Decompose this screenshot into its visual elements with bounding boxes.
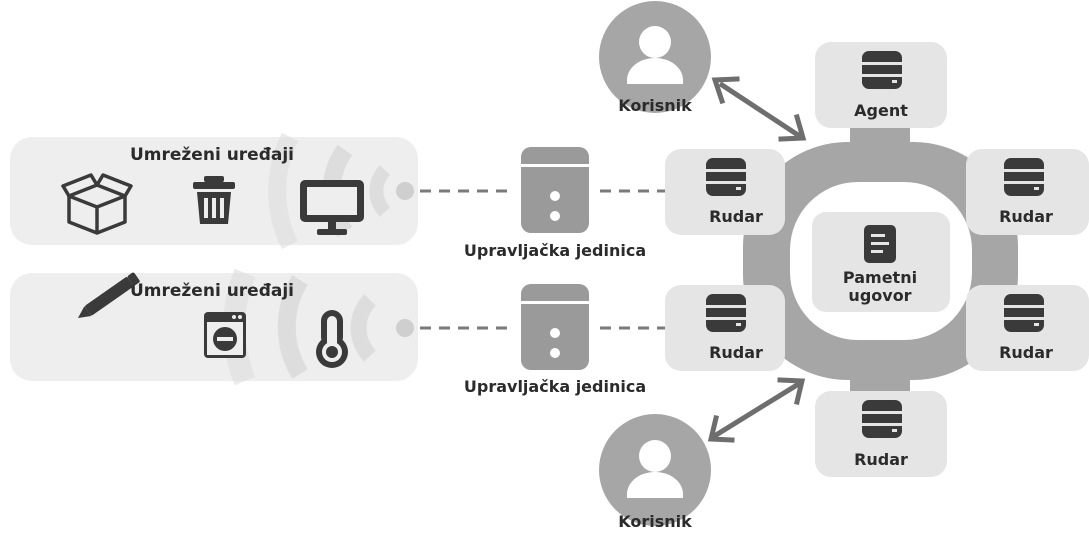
document-icon: [864, 225, 896, 263]
database-icon: [862, 51, 902, 89]
miner-node-left-bottom: Rudar: [665, 285, 785, 371]
database-icon: [706, 158, 746, 196]
trash-icon: [193, 176, 235, 224]
node-label: Agent: [854, 101, 908, 120]
node-label: Rudar: [709, 343, 763, 362]
control-unit-1: Upravljačka jedinica: [464, 147, 646, 260]
monitor-icon: [300, 180, 364, 235]
smart-contract-label-line1: Pametni: [843, 268, 917, 287]
pencil-icon: [78, 272, 140, 318]
user-label: Korisnik: [618, 96, 692, 115]
washing-machine-icon: [204, 312, 246, 358]
miner-node-right-bottom: Rudar: [966, 285, 1089, 371]
smart-contract-label-line2: ugovor: [848, 286, 911, 305]
database-icon: [862, 400, 902, 438]
miner-node-bottom: Rudar: [815, 391, 947, 477]
database-icon: [1004, 294, 1044, 332]
node-label: Rudar: [999, 343, 1053, 362]
double-arrow-top: [711, 76, 807, 142]
double-arrow-bottom: [707, 377, 806, 443]
device-panel-1: Umreženi uređaji: [10, 132, 418, 250]
agent-node: Agent: [815, 42, 947, 128]
user-top: Korisnik: [599, 1, 711, 115]
control-unit-2: Upravljačka jedinica: [464, 284, 646, 396]
smart-contract: Pametni ugovor: [812, 212, 950, 312]
user-bottom: Korisnik: [599, 414, 711, 531]
node-label: Rudar: [999, 207, 1053, 226]
box-icon: [61, 173, 133, 235]
control-unit-label: Upravljačka jedinica: [464, 241, 646, 260]
control-unit-label: Upravljačka jedinica: [464, 377, 646, 396]
database-icon: [706, 294, 746, 332]
miner-node-left-top: Rudar: [665, 149, 785, 235]
panel-title: Umreženi uređaji: [130, 281, 294, 301]
device-panel-2: Umreženi uređaji: [10, 268, 418, 386]
database-icon: [1004, 158, 1044, 196]
panel-title: Umreženi uređaji: [130, 145, 294, 165]
thermometer-icon: [316, 310, 348, 368]
node-label: Rudar: [709, 207, 763, 226]
miner-node-right-top: Rudar: [966, 149, 1089, 235]
node-label: Rudar: [854, 450, 908, 469]
user-label: Korisnik: [618, 512, 692, 531]
